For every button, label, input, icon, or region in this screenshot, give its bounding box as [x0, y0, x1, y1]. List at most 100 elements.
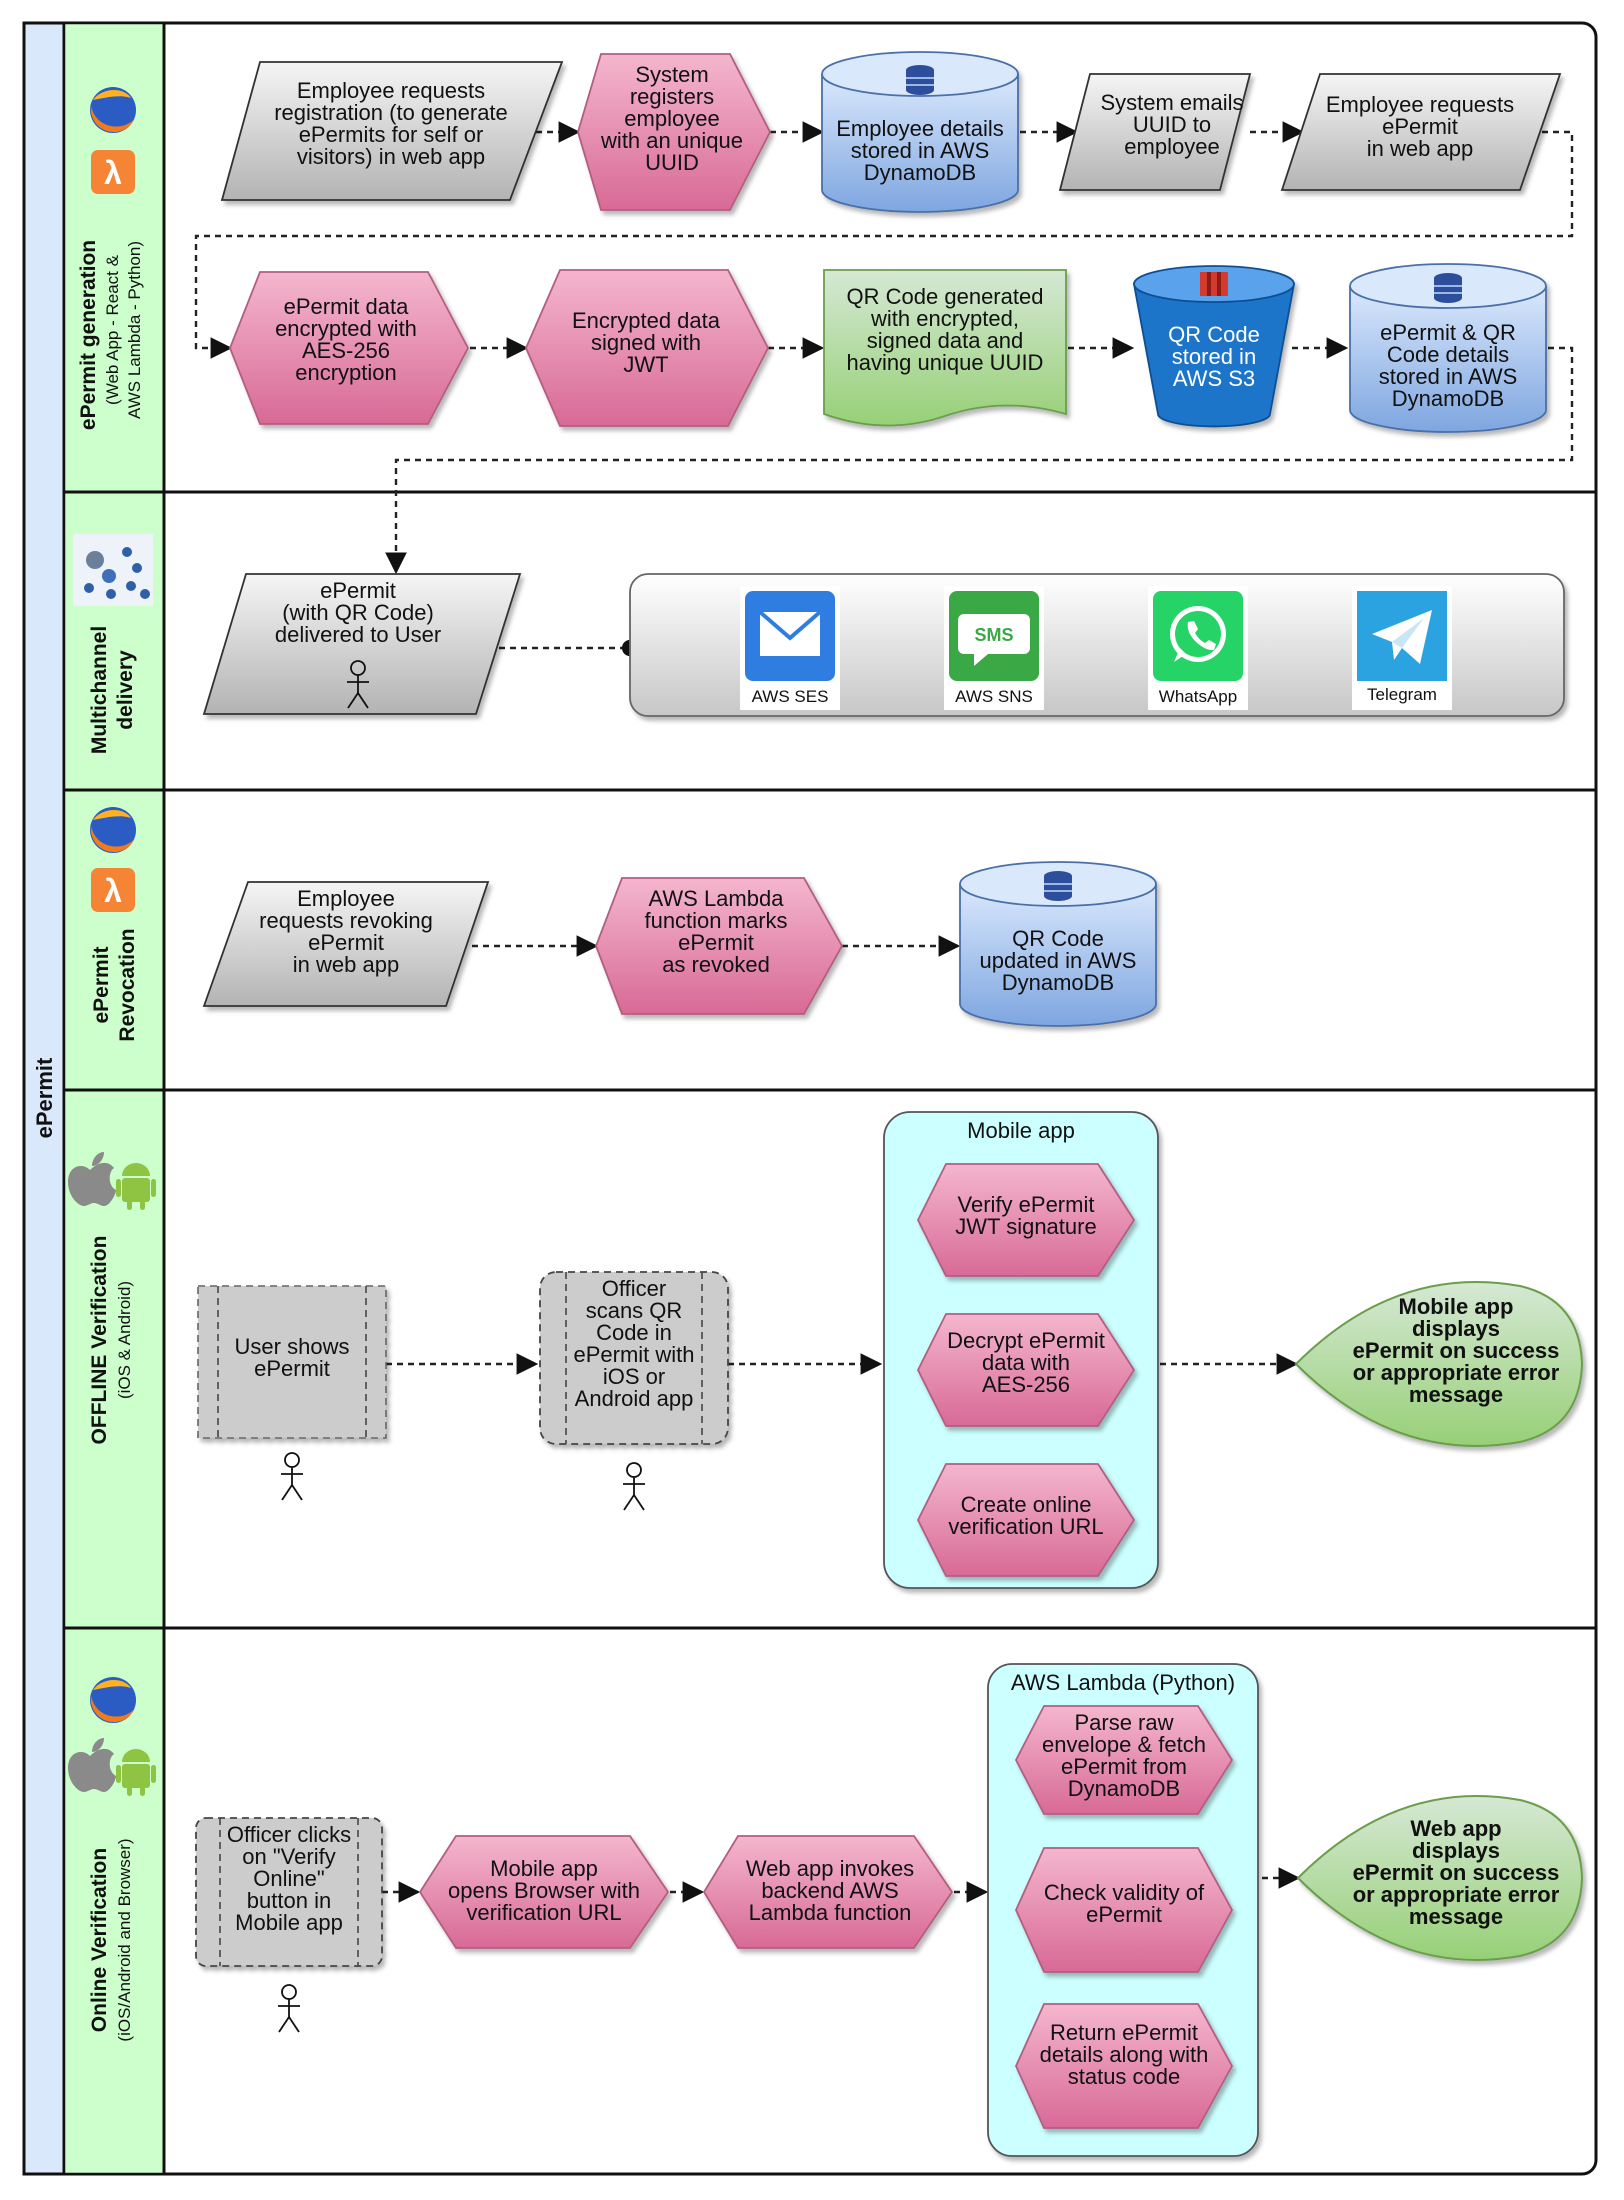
s3-icon [1200, 272, 1228, 296]
label-line: or appropriate error [1353, 1360, 1560, 1385]
label-line: having unique UUID [847, 350, 1044, 375]
channel-label-sns: AWS SNS [955, 687, 1033, 706]
label-line: registers [630, 84, 714, 109]
label-line: details along with [1040, 2042, 1209, 2067]
label-line: Officer [602, 1276, 666, 1301]
label-line: Code in [596, 1320, 672, 1345]
label-line: signed data and [867, 328, 1024, 353]
label-line: stored in AWS [851, 138, 990, 163]
firefox-icon [90, 807, 136, 853]
label-line: Web app invokes [746, 1856, 914, 1881]
label-line: Check validity of [1044, 1880, 1205, 1905]
label-line: ePermit [254, 1356, 330, 1381]
officer-actor-icon [623, 1462, 645, 1511]
dynamodb-icon [1434, 273, 1462, 303]
label-line: ePermit [1086, 1902, 1162, 1927]
label-line: QR Code [1168, 322, 1260, 347]
node-web-app-invokes-lambda [702, 1835, 954, 1949]
label-line: ePermit from [1061, 1754, 1187, 1779]
label-line: message [1409, 1382, 1503, 1407]
label-line: Mobile app [1399, 1294, 1514, 1319]
label-line: with an unique [600, 128, 743, 153]
label-line: Verify ePermit [958, 1192, 1095, 1217]
node-employee-requests-revoking [202, 881, 490, 1007]
label-line: function marks [644, 908, 787, 933]
lane-title-delivery: Multichannel delivery [88, 626, 137, 754]
label-line: stored in AWS [1379, 364, 1518, 389]
label-line: System emails [1100, 90, 1243, 115]
node-decrypt-epermit [916, 1313, 1136, 1427]
lambda-icon: λ [91, 150, 135, 194]
label-line: encryption [295, 360, 397, 385]
label-line: Employee [297, 886, 395, 911]
dynamodb-icon [1044, 871, 1072, 901]
lane-title-offline: OFFLINE Verification (iOS & Android) [88, 1236, 134, 1445]
node-officer-scans-qr [539, 1271, 729, 1445]
label-line: Create online [961, 1492, 1092, 1517]
node-dynamodb-employee-details [821, 51, 1019, 213]
label-line: Mobile app [490, 1856, 598, 1881]
label-line: registration (to generate [274, 100, 508, 125]
svg-text:Online Verification: Online Verification [88, 1848, 111, 2032]
label-line: visitors) in web app [297, 144, 485, 169]
epermit-pool: ePermit [22, 21, 1598, 2176]
label-line: Employee requests [1326, 92, 1514, 117]
label-line: Lambda function [749, 1900, 912, 1925]
label-line: stored in [1172, 344, 1256, 369]
label-line: (with QR Code) [282, 600, 434, 625]
label-line: QR Code generated [847, 284, 1044, 309]
node-epermit-data-encrypted [229, 271, 470, 425]
label-line: ePermit with [573, 1342, 694, 1367]
label-line: Code details [1387, 342, 1509, 367]
channel-telegram: Telegram [1352, 586, 1452, 710]
android-icon [116, 1749, 156, 1796]
label-line: AWS S3 [1173, 366, 1255, 391]
label-line: with encrypted, [870, 306, 1019, 331]
group-aws-lambda-title: AWS Lambda (Python) [1011, 1670, 1235, 1695]
label-line: encrypted with [275, 316, 417, 341]
channel-aws-sns: SMS AWS SNS [944, 586, 1044, 710]
label-line: JWT signature [955, 1214, 1096, 1239]
label-line: ePermit on success [1353, 1338, 1560, 1363]
apple-icon [68, 1738, 116, 1792]
label-line: Employee requests [297, 78, 485, 103]
label-line: displays [1412, 1838, 1500, 1863]
label-line: Encrypted data [572, 308, 721, 333]
channel-aws-ses: AWS SES [740, 586, 840, 710]
lane-title-online: Online Verification (iOS/Android and Bro… [88, 1838, 134, 2041]
label-line: UUID to [1133, 112, 1211, 137]
node-return-epermit-details [1015, 2003, 1234, 2129]
label-line: verification URL [948, 1514, 1103, 1539]
user-actor-icon [347, 660, 369, 709]
node-epermit-delivered-to-user [202, 573, 522, 715]
node-verify-jwt-signature [916, 1163, 1136, 1277]
channel-whatsapp: WhatsApp [1148, 586, 1248, 710]
svg-text:λ: λ [104, 155, 122, 191]
svg-text:ePermit generation: ePermit generation [77, 240, 100, 430]
label-line: JWT [623, 352, 668, 377]
label-line: or appropriate error [1353, 1882, 1560, 1907]
channel-label-ses: AWS SES [752, 687, 829, 706]
node-encrypted-data-signed-jwt [525, 269, 770, 427]
label-line: Return ePermit [1050, 2020, 1198, 2045]
lane-title-generation: ePermit generation (Web App - React & AW… [77, 240, 144, 430]
node-parse-raw-envelope [1014, 1705, 1234, 1815]
svg-text:Multichannel: Multichannel [88, 626, 111, 754]
label-line: scans QR [586, 1298, 683, 1323]
channel-label-whatsapp: WhatsApp [1159, 687, 1237, 706]
label-line: DynamoDB [1068, 1776, 1180, 1801]
node-officer-clicks-verify-online [195, 1817, 383, 1967]
label-line: employee [624, 106, 719, 131]
label-line: AES-256 [982, 1372, 1070, 1397]
label-line: QR Code [1012, 926, 1104, 951]
